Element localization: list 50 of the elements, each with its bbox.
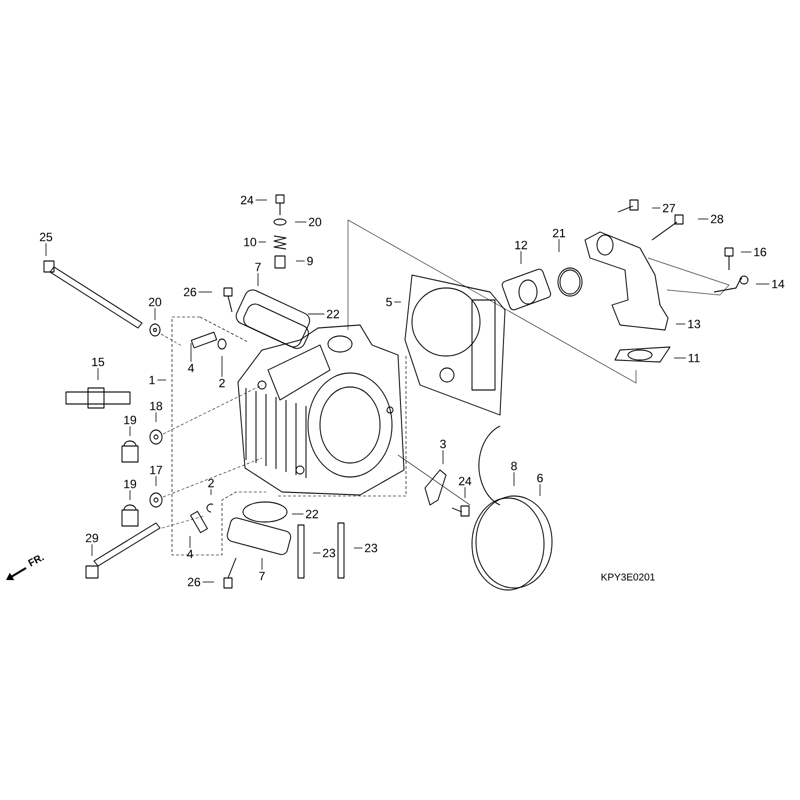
leader-line <box>312 552 321 554</box>
direction-label: FR. <box>28 556 44 566</box>
callout-number: 9 <box>307 256 313 266</box>
leader-line <box>442 450 444 464</box>
callout-number: 19 <box>124 480 136 488</box>
callout-number: 7 <box>255 262 261 272</box>
callout-number: 23 <box>364 544 378 552</box>
callout-number: 7 <box>259 572 265 580</box>
callout-number: 4 <box>186 550 193 558</box>
callout-number: 26 <box>188 578 200 586</box>
callout-number: 19 <box>124 416 136 424</box>
callout-number: 26 <box>184 288 196 296</box>
leader-line <box>464 486 466 498</box>
callout-number: 13 <box>688 320 700 328</box>
callout-number: 3 <box>440 440 446 448</box>
callout-number: 1 <box>150 376 155 384</box>
callout-number: 4 <box>188 364 194 372</box>
leader-line <box>190 342 192 362</box>
leader-line <box>210 488 212 496</box>
callout-number: 2 <box>219 378 225 388</box>
callout-number: 14 <box>772 280 784 288</box>
callout-number: 21 <box>552 228 566 238</box>
callout-number: 18 <box>150 402 162 410</box>
callout-number: 16 <box>754 248 766 256</box>
callout-number: 22 <box>306 510 318 518</box>
leader-line <box>520 250 522 264</box>
callout-number: 27 <box>662 204 676 212</box>
callout-number: 15 <box>92 358 104 366</box>
leader-line <box>558 238 560 252</box>
callout-number: 25 <box>40 232 52 242</box>
callout-number: 10 <box>244 238 256 246</box>
leader-line <box>698 218 709 220</box>
callout-number: 8 <box>511 462 517 470</box>
callout-number: 12 <box>515 240 528 250</box>
callout-number: 20 <box>148 298 162 306</box>
callout-number: 20 <box>308 218 322 226</box>
callout-number: 24 <box>240 196 254 204</box>
callout-number: 28 <box>710 214 724 224</box>
callout-number: 2 <box>208 478 214 488</box>
leader-line <box>154 308 156 320</box>
callout-number: 24 <box>458 476 472 486</box>
callout-number: 5 <box>386 298 392 306</box>
drawing-code: KPY3E0201 <box>602 573 655 581</box>
callout-number: 22 <box>326 310 340 318</box>
callout-number: 29 <box>86 534 98 542</box>
callout-number: 17 <box>150 466 162 474</box>
callout-number: 23 <box>322 548 336 558</box>
callout-number: 11 <box>688 354 700 362</box>
leader-line <box>296 260 306 262</box>
callout-number: 6 <box>537 474 543 482</box>
